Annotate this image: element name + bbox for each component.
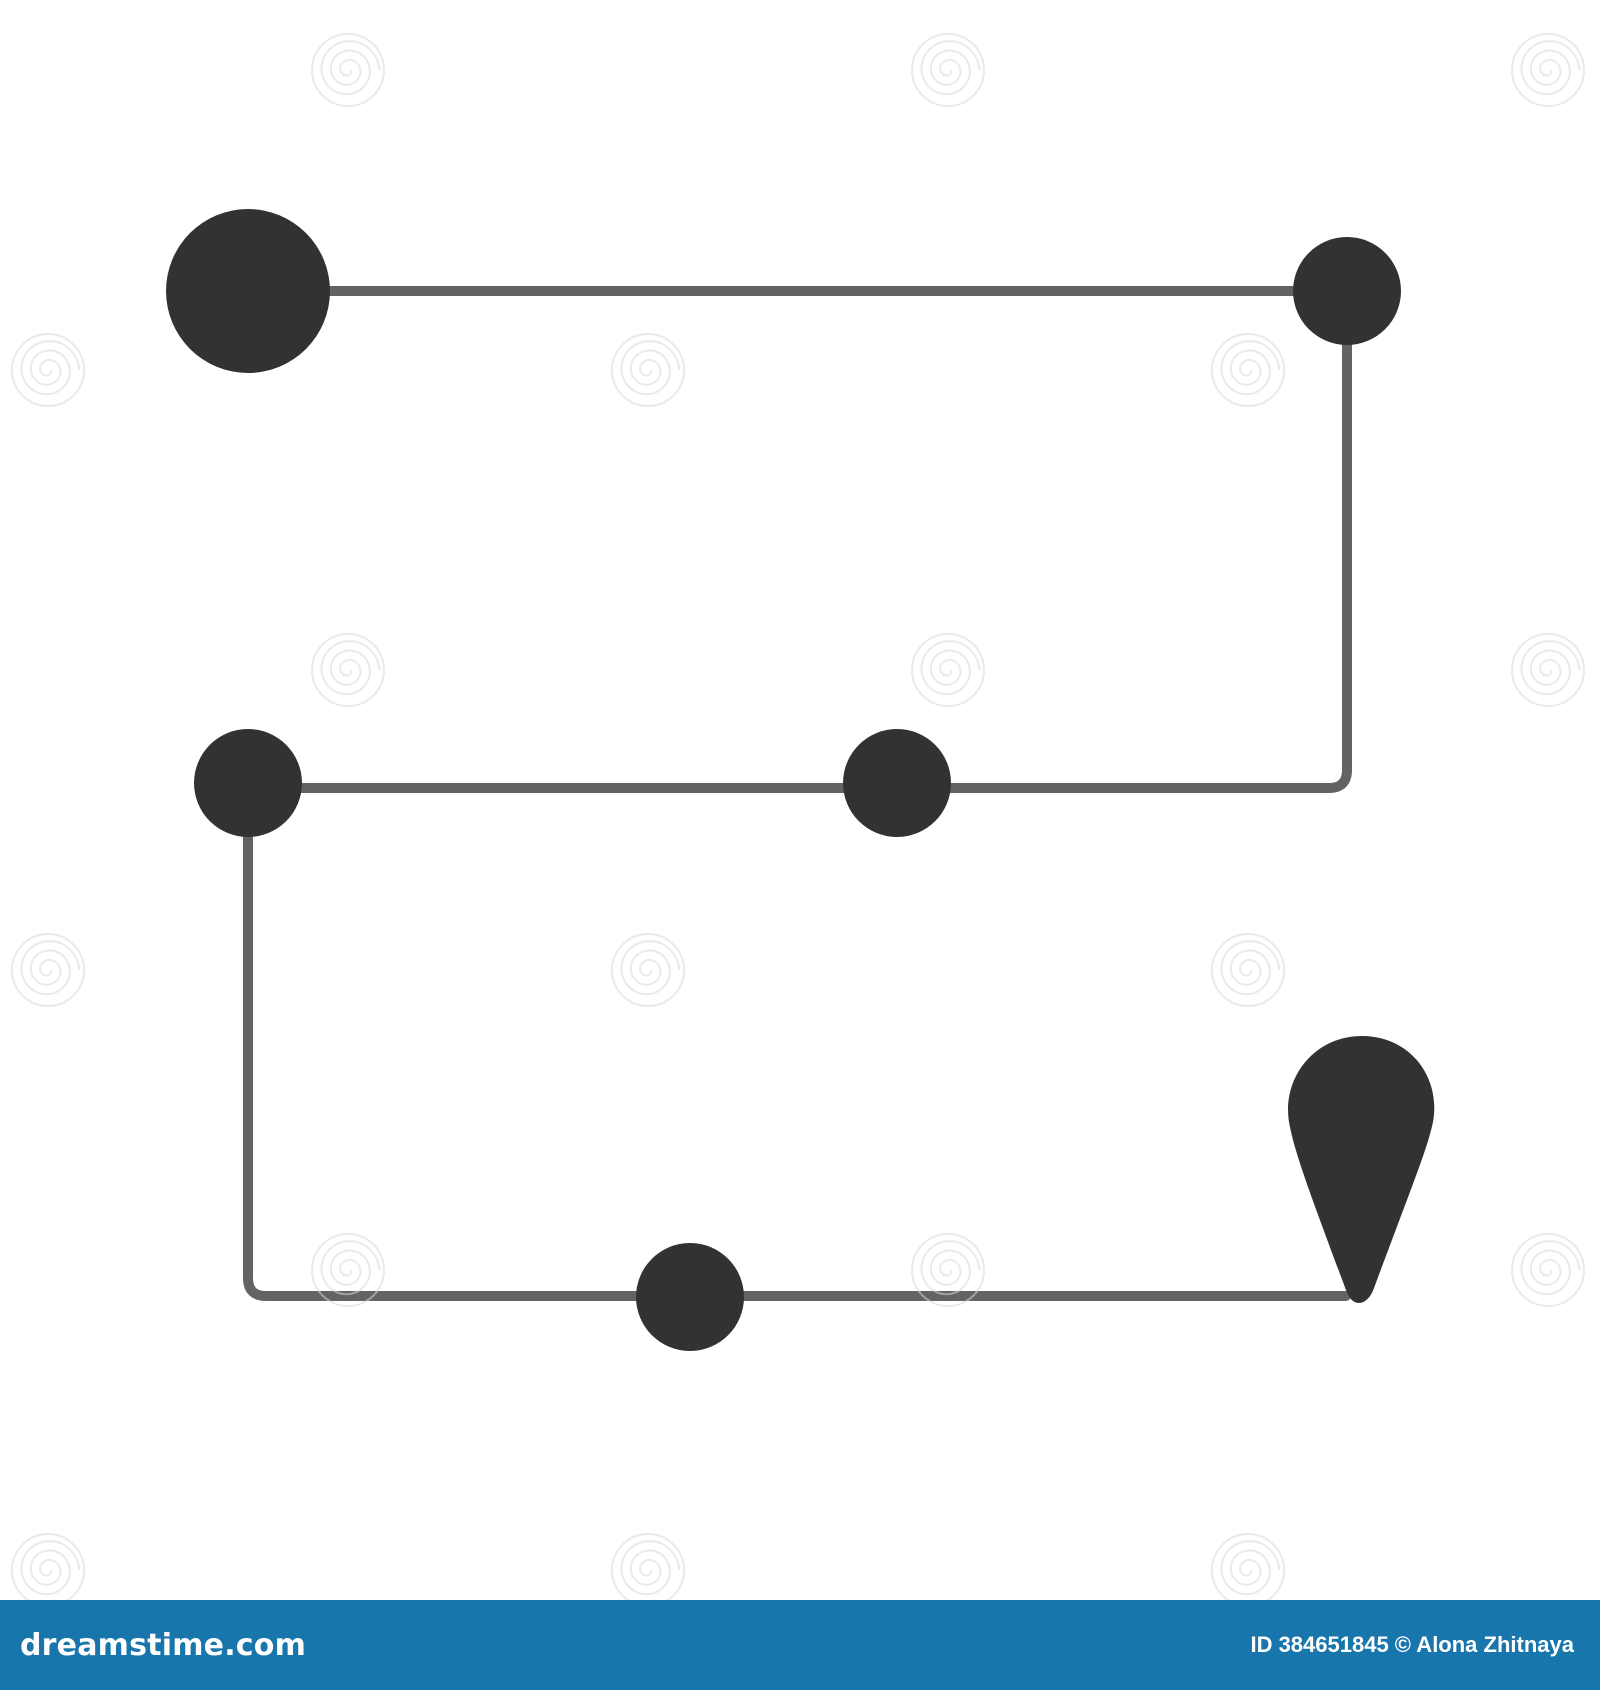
waypoint-marker <box>843 729 951 837</box>
location-pin-icon <box>1288 1036 1435 1303</box>
start-point-marker <box>166 209 330 373</box>
waypoint-marker <box>636 1243 744 1351</box>
route-path-line <box>243 286 1352 1301</box>
waypoint-marker <box>1293 237 1401 345</box>
waypoint-marker <box>194 729 302 837</box>
route-path-illustration <box>166 209 1435 1351</box>
brand-logo[interactable]: dreamstime.com <box>20 1627 307 1663</box>
image-credit: ID 384651845 © Alona Zhitnaya <box>1250 1632 1574 1657</box>
illustration-canvas <box>11 33 1585 1600</box>
footer-bar: dreamstime.com ID 384651845 © Alona Zhit… <box>0 1600 1600 1690</box>
